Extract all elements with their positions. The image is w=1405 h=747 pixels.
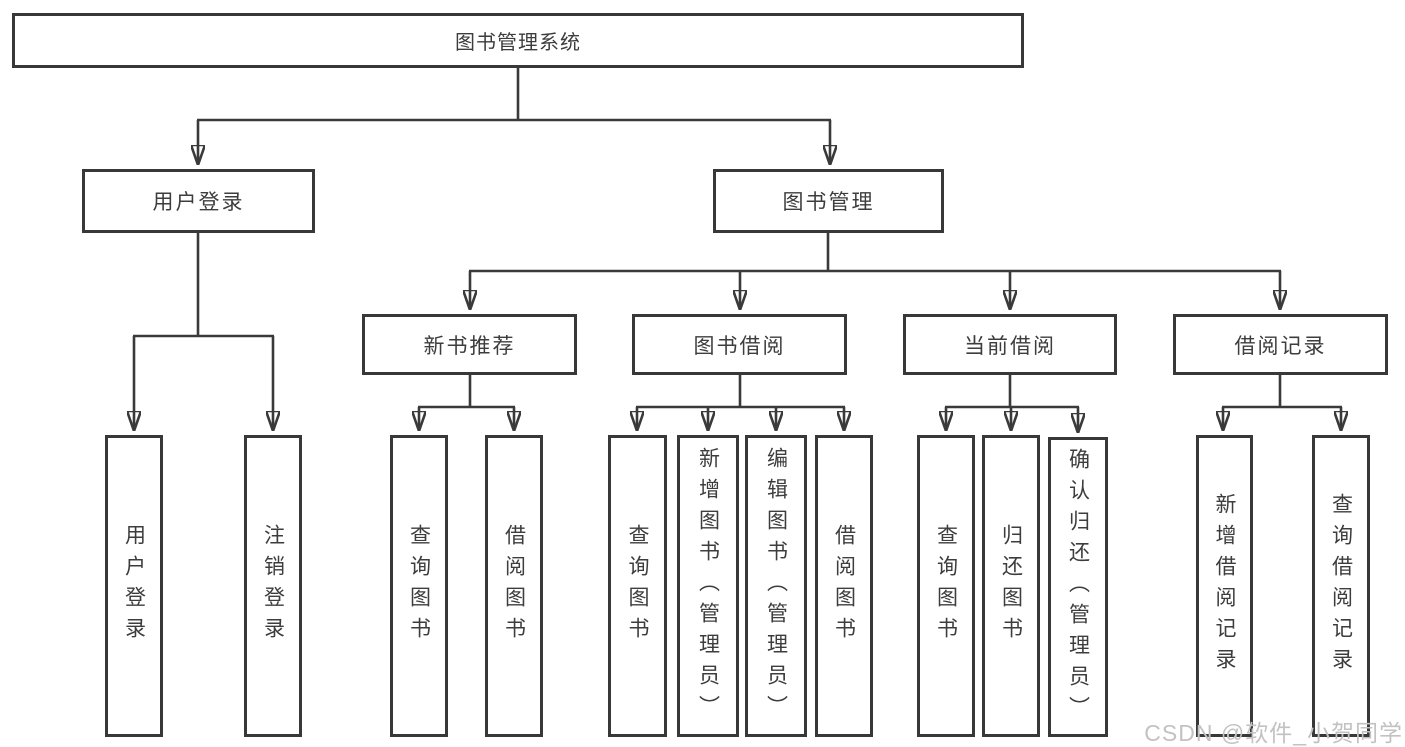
node-book-borrowing: 图书借阅	[632, 314, 847, 375]
leaf-query-books-borrowing-label: 查询图书	[626, 524, 649, 648]
leaf-add-books-admin-label: 新增图书（管理员）	[696, 446, 720, 726]
leaf-borrow-books-borrowing: 借阅图书	[815, 435, 873, 737]
node-user-login-group: 用户登录	[82, 169, 315, 233]
leaf-return-books-label: 归还图书	[999, 524, 1023, 648]
leaf-confirm-return-admin: 确认归还（管理员）	[1048, 437, 1108, 737]
leaf-query-borrow-record-label: 查询借阅记录	[1329, 493, 1353, 679]
leaf-query-books-current: 查询图书	[917, 435, 975, 737]
node-borrowing-records: 借阅记录	[1173, 314, 1388, 375]
node-new-book-recommend: 新书推荐	[362, 314, 577, 375]
leaf-edit-books-admin: 编辑图书（管理员）	[745, 435, 807, 737]
leaf-query-books-recommend: 查询图书	[390, 435, 448, 737]
leaf-logout: 注销登录	[244, 435, 302, 737]
node-borrowing-records-label: 借阅记录	[1234, 334, 1327, 358]
leaf-add-borrow-record-label: 新增借阅记录	[1213, 493, 1236, 679]
node-new-book-recommend-label: 新书推荐	[423, 334, 516, 358]
leaf-borrow-books-borrowing-label: 借阅图书	[832, 524, 856, 648]
node-current-borrowing-label: 当前借阅	[964, 334, 1056, 358]
leaf-edit-books-admin-label: 编辑图书（管理员）	[764, 446, 788, 726]
node-book-management-label: 图书管理	[782, 191, 875, 214]
leaf-query-borrow-record: 查询借阅记录	[1312, 435, 1370, 737]
leaf-user-login-label: 用户登录	[122, 524, 146, 648]
node-root: 图书管理系统	[12, 13, 1024, 68]
node-user-login-group-label: 用户登录	[152, 191, 245, 214]
node-root-label: 图书管理系统	[455, 32, 581, 54]
leaf-query-books-current-label: 查询图书	[934, 524, 958, 648]
leaf-query-books-recommend-label: 查询图书	[407, 524, 431, 648]
leaf-user-login: 用户登录	[105, 435, 163, 737]
leaf-return-books: 归还图书	[982, 435, 1040, 737]
node-book-borrowing-label: 图书借阅	[693, 334, 786, 358]
leaf-logout-label: 注销登录	[261, 524, 285, 648]
leaf-borrow-books-recommend-label: 借阅图书	[502, 524, 526, 648]
leaf-borrow-books-recommend: 借阅图书	[485, 435, 543, 737]
leaf-confirm-return-admin-label: 确认归还（管理员）	[1066, 447, 1090, 727]
leaf-query-books-borrowing: 查询图书	[608, 435, 667, 737]
leaf-add-borrow-record: 新增借阅记录	[1196, 435, 1253, 737]
node-current-borrowing: 当前借阅	[903, 314, 1117, 375]
watermark: CSDN @软件_小贺同学	[1144, 720, 1403, 746]
leaf-add-books-admin: 新增图书（管理员）	[677, 435, 739, 737]
node-book-management: 图书管理	[713, 169, 944, 233]
